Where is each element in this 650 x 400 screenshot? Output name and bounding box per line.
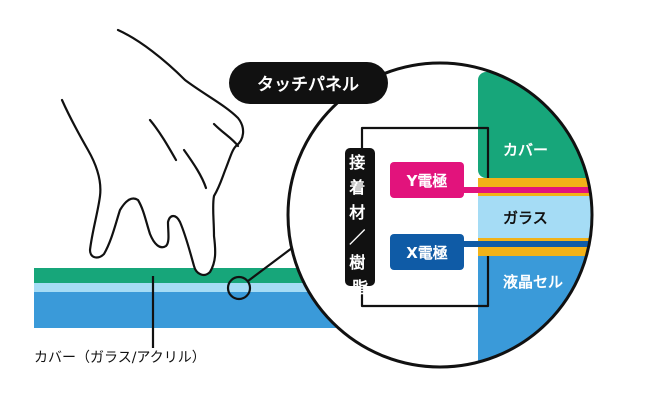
layer-cover-label: カバー	[503, 141, 548, 159]
layer-glass	[478, 196, 592, 238]
adhesive-label: 接 着 材 ／ 樹 脂	[348, 153, 371, 297]
layer-cover	[478, 72, 592, 178]
magnifier-large-circle	[286, 61, 594, 369]
title-pill	[229, 62, 388, 104]
y-electrode-label: Y電極	[406, 172, 448, 190]
layer-glass-label: ガラス	[503, 209, 548, 227]
y-electrode-box	[390, 162, 464, 198]
adhesive-bar	[345, 148, 375, 286]
hand-pointing-icon	[60, 28, 245, 276]
panel-glass-layer	[34, 283, 414, 292]
magnifier-circle-icon	[226, 275, 252, 301]
cover-callout-label: カバー（ガラス/アクリル）	[34, 350, 206, 366]
layer-lcd-label: 液晶セル	[503, 273, 563, 291]
x-electrode-label: X電極	[406, 244, 448, 262]
x-electrode-box	[390, 234, 464, 270]
page-title: タッチパネル	[257, 75, 359, 95]
